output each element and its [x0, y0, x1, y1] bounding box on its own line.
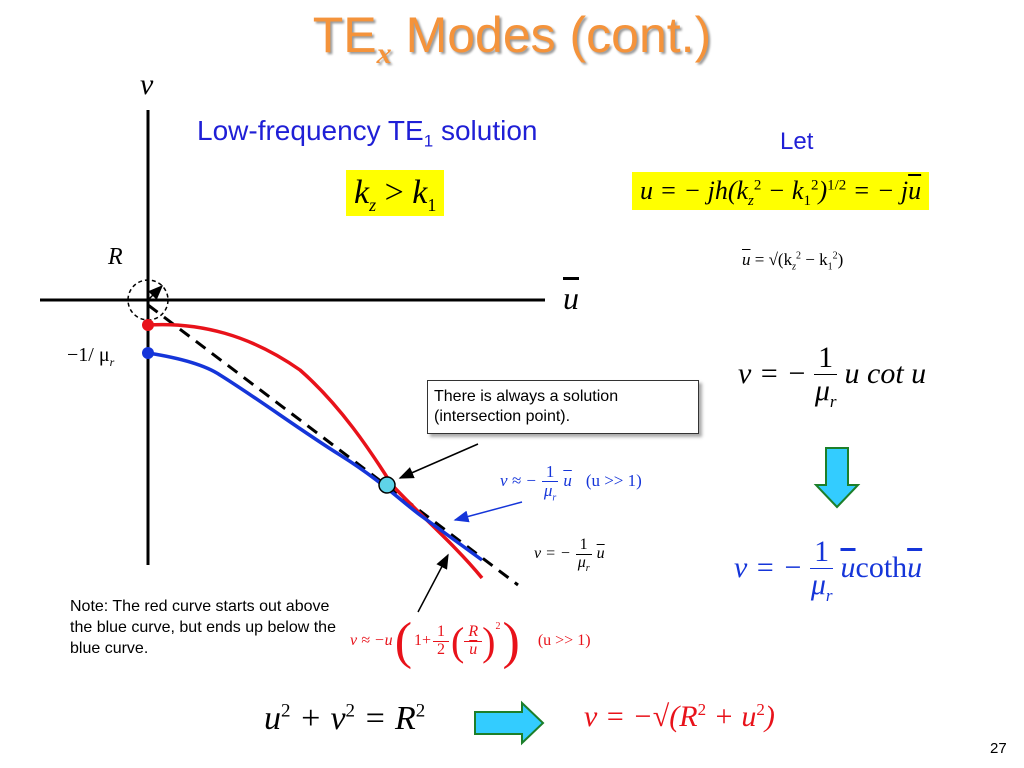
- title-rest: Modes (cont.): [391, 7, 712, 63]
- ubar-definition-equation: u = √(kz2 − k12): [742, 250, 844, 273]
- approx1-arrow: [453, 501, 523, 523]
- v-solution-equation: v = −√(R2 + u2): [584, 700, 775, 733]
- approx2-equation: v = − 1 μr u: [534, 536, 605, 574]
- title-subscript: x: [376, 37, 392, 70]
- down-arrow-icon: [813, 447, 861, 509]
- asymptote-line: [147, 303, 519, 587]
- red-intercept-point: [142, 319, 154, 331]
- red-curve: [147, 322, 484, 580]
- blue-intercept-point: [142, 347, 154, 359]
- circle-equation: u2 + v2 = R2: [264, 700, 426, 737]
- callout-box: There is always a solution (intersection…: [427, 380, 699, 434]
- note-text: Note: The red curve starts out above the…: [70, 598, 336, 657]
- approx3-equation: v ≈ −u ( 1+ 1 2 ( R u )2 ) (u >> 1): [350, 612, 591, 670]
- v-axis-label: v: [140, 68, 154, 101]
- r-arrow: [147, 284, 164, 301]
- callout-arrow: [398, 443, 479, 479]
- approx3-arrow: [417, 553, 449, 613]
- u-definition-equation: u = − jh(kz2 − k12)1/2 = − ju: [632, 172, 930, 210]
- coth-equation: v = − 1 μr u coth u: [734, 535, 923, 605]
- right-arrow-icon: [474, 700, 545, 746]
- blue-curve: [147, 351, 484, 562]
- low-frequency-heading: Low-frequency TE1 solution: [197, 115, 538, 151]
- page-number: 27: [990, 740, 1007, 757]
- u-axis-label: u: [563, 280, 579, 316]
- slide-title: TEx Modes (cont.): [0, 6, 1024, 69]
- intersection-point: [378, 476, 396, 494]
- let-label: Let: [780, 128, 814, 155]
- title-main: TE: [312, 7, 377, 63]
- kz-gt-k1-equation: kz > k1: [346, 170, 445, 216]
- intercept-label: −1/ μr: [67, 344, 115, 369]
- r-label: R: [108, 244, 123, 270]
- approx1-equation: v ≈ − 1 μr u (u >> 1): [500, 462, 642, 504]
- cot-equation: v = − 1 μr u cot u: [738, 341, 927, 411]
